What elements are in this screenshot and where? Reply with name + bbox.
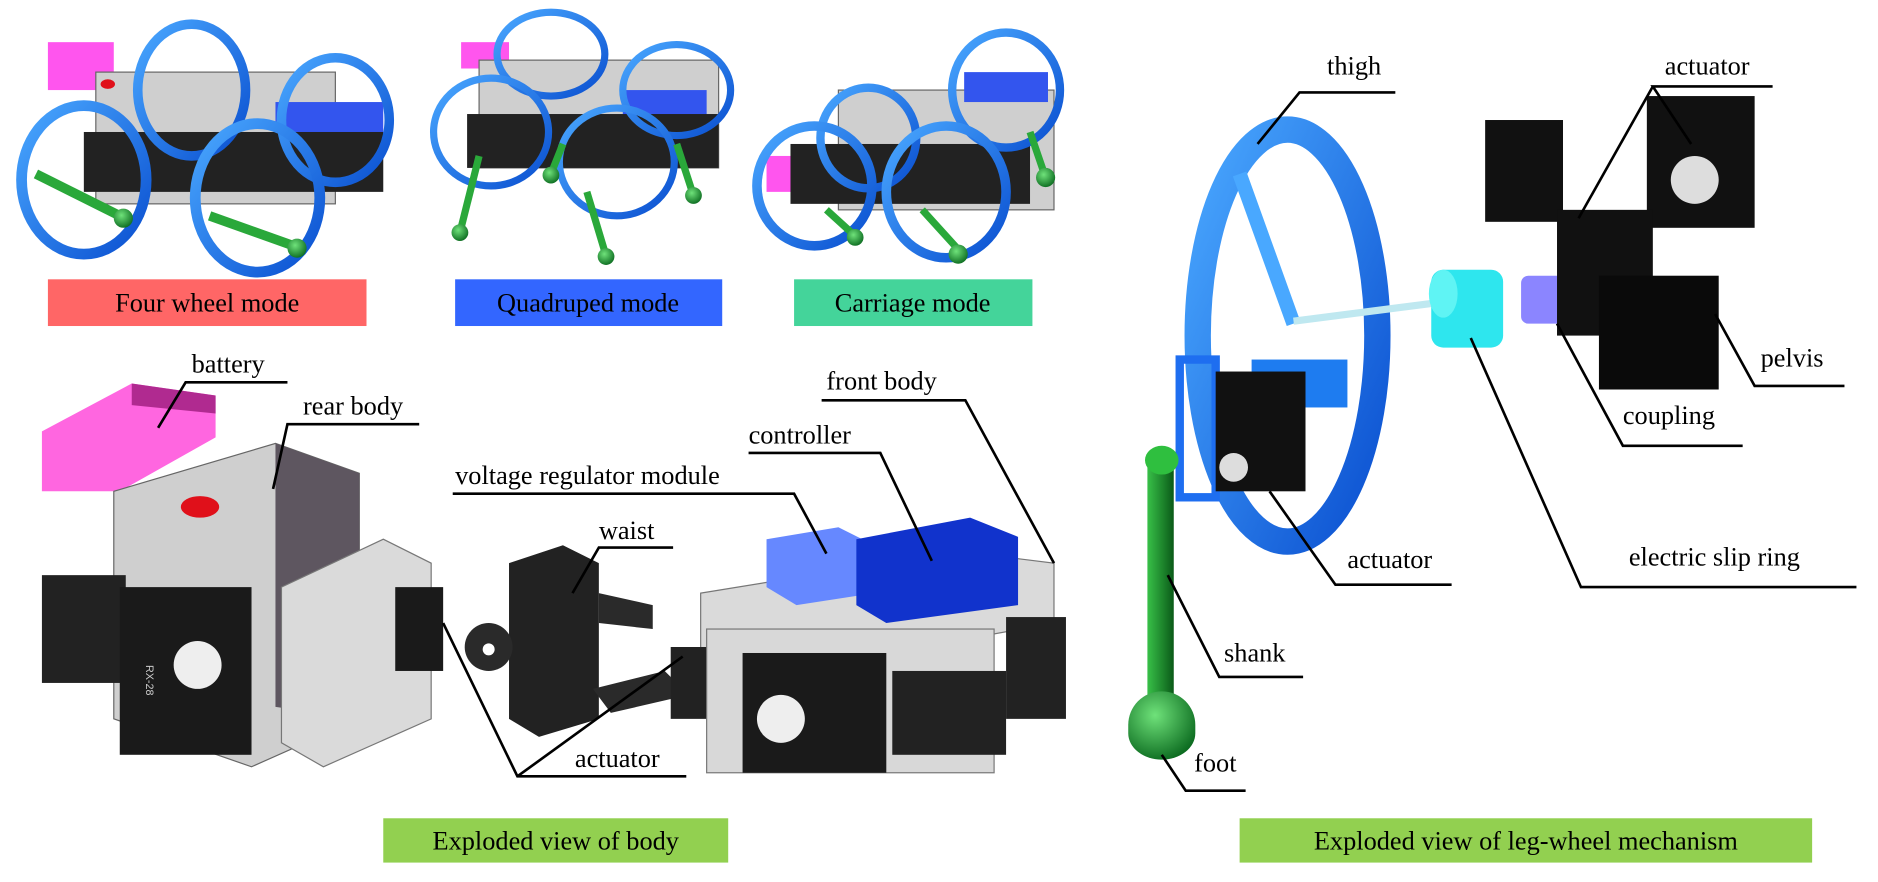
label-top-actuator: actuator bbox=[1665, 52, 1750, 81]
label-coupling: coupling bbox=[1623, 401, 1715, 430]
four-wheel-mode-image bbox=[16, 19, 395, 278]
leg-wheel-exploded-image bbox=[1128, 96, 1755, 760]
label-foot: foot bbox=[1194, 749, 1237, 778]
label-shank: shank bbox=[1224, 638, 1286, 667]
label-waist: waist bbox=[599, 516, 655, 545]
label-front-body: front body bbox=[826, 366, 937, 395]
label-thigh: thigh bbox=[1327, 52, 1381, 81]
label-slip-ring: electric slip ring bbox=[1629, 543, 1800, 572]
mode-caption-quadruped: Quadruped mode bbox=[455, 279, 723, 327]
servo-marking: RX-28 bbox=[143, 665, 155, 696]
leg-wheel-caption-text: Exploded view of leg-wheel mechanism bbox=[1314, 826, 1739, 855]
label-voltage-regulator: voltage regulator module bbox=[455, 461, 720, 490]
label-battery: battery bbox=[192, 350, 266, 379]
quadruped-mode-image bbox=[429, 8, 735, 265]
label-controller: controller bbox=[749, 420, 852, 449]
four-wheel-caption: Four wheel mode bbox=[115, 289, 299, 318]
mode-caption-four-wheel: Four wheel mode bbox=[47, 279, 367, 327]
leg-wheel-caption: Exploded view of leg-wheel mechanism bbox=[1239, 818, 1813, 863]
quadruped-caption: Quadruped mode bbox=[497, 289, 679, 318]
body-caption-text: Exploded view of body bbox=[433, 826, 680, 855]
label-body-actuator: actuator bbox=[575, 744, 660, 773]
body-exploded-image: RX-28 bbox=[41, 383, 1066, 774]
body-labels: battery rear body front body controller … bbox=[156, 350, 1056, 778]
four-wheel-caption-bg bbox=[47, 279, 367, 327]
carriage-caption: Carriage mode bbox=[835, 289, 991, 318]
mode-caption-carriage: Carriage mode bbox=[794, 279, 1033, 327]
label-pelvis: pelvis bbox=[1761, 344, 1824, 373]
carriage-mode-image bbox=[752, 28, 1065, 264]
label-rear-body: rear body bbox=[303, 392, 404, 421]
label-leg-actuator: actuator bbox=[1347, 545, 1432, 574]
leg-wheel-labels: thigh actuator pelvis coupling electric … bbox=[1160, 52, 1857, 793]
body-caption: Exploded view of body bbox=[383, 818, 729, 863]
